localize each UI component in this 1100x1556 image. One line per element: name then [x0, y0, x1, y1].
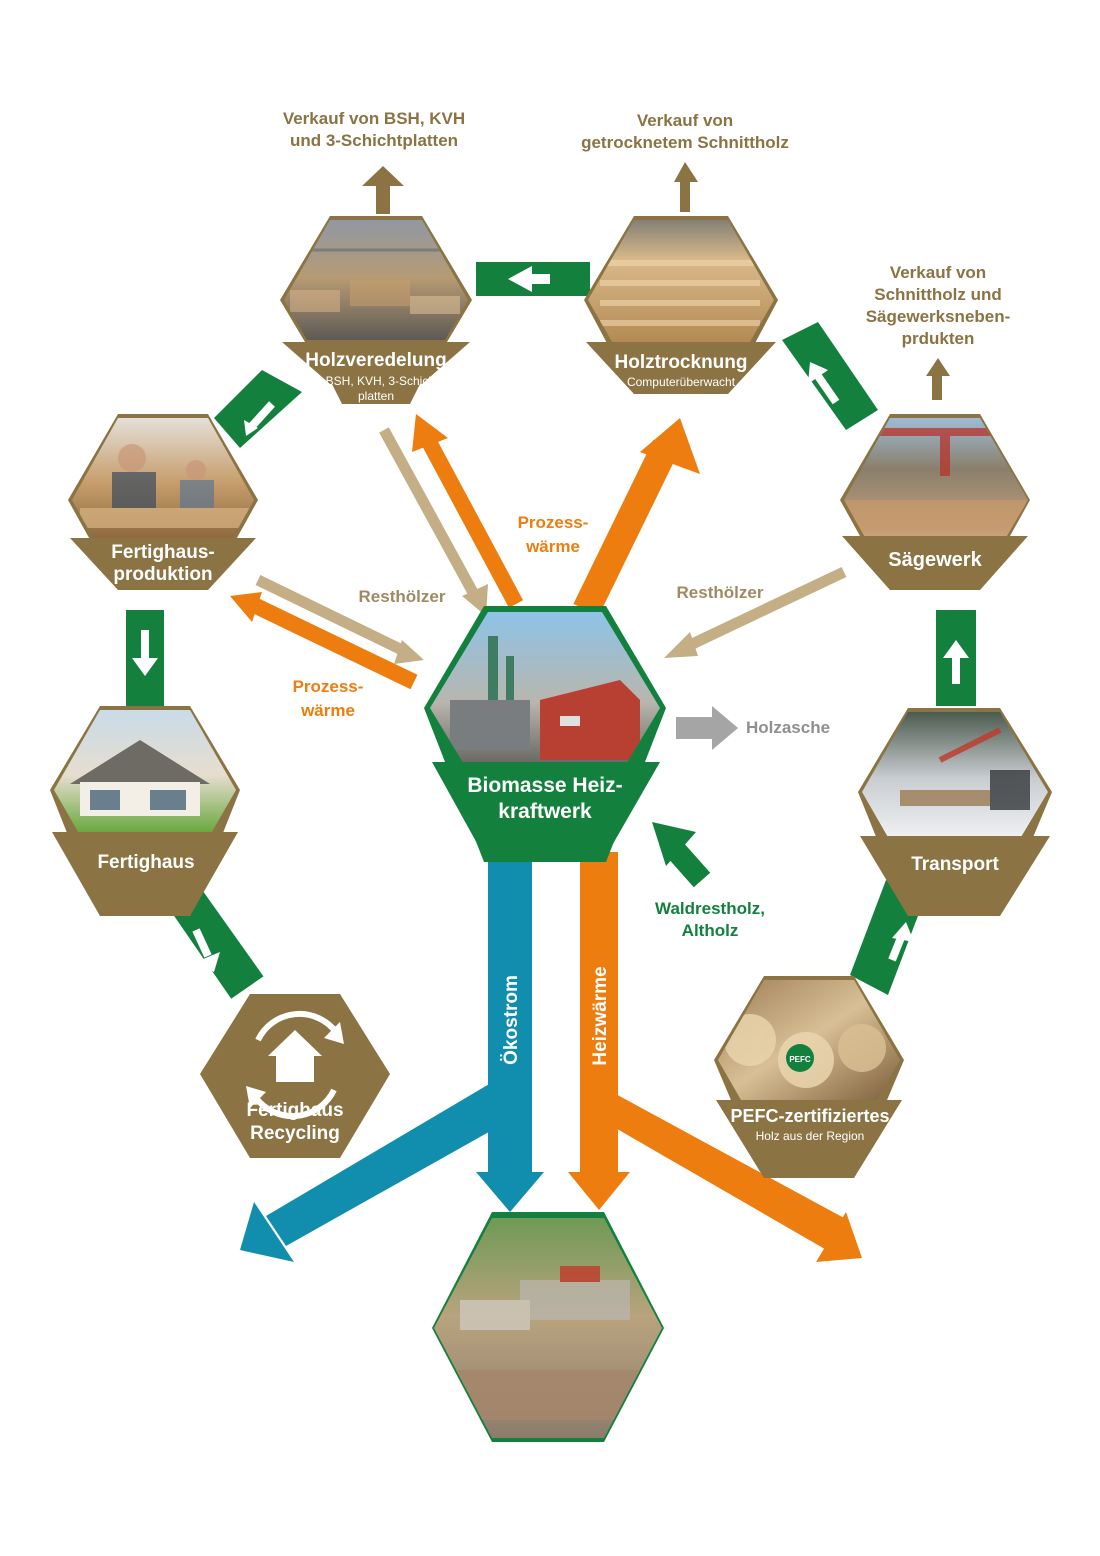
label-verkauf-neben-2: Schnittholz und: [874, 285, 1001, 304]
flow-arrows: [230, 414, 847, 888]
label-prozess-left-2: wärme: [300, 701, 355, 720]
recycling-title2: Recycling: [250, 1123, 340, 1144]
label-holzasche: Holzasche: [746, 718, 830, 737]
node-saegewerk: Sägewerk: [840, 414, 1030, 590]
arrow-haus-to-recycling: [172, 890, 264, 999]
label-verkauf-bsh-1: Verkauf von BSH, KVH: [283, 109, 465, 128]
arrow-saege-to-trocknung: [782, 322, 878, 430]
node-fertighausproduktion: Fertighaus- produktion: [68, 414, 258, 590]
label-waldrest-1: Waldrestholz,: [655, 899, 765, 918]
label-waldrest-2: Altholz: [682, 921, 739, 940]
pefc-sub: Holz aus der Region: [756, 1129, 865, 1143]
node-holzveredelung: Holzveredelung: [280, 216, 472, 384]
label-heizwaerme: Heizwärme: [590, 966, 611, 1065]
green-cycle-arrows: [126, 262, 976, 999]
svg-text:PEFC: PEFC: [789, 1055, 811, 1064]
node-pefc: PEFC PEFC-zertifiziertes Holz aus der Re…: [714, 976, 904, 1178]
energy-arrows: [240, 852, 862, 1262]
pefc-title: PEFC-zertifiziertes: [730, 1106, 889, 1126]
node-town: [432, 1212, 664, 1442]
arrow-holzasche: [676, 717, 716, 739]
heizkraftwerk-title1: Biomasse Heiz-: [467, 774, 622, 797]
label-resthoelzer-left: Resthölzer: [359, 587, 446, 606]
holzveredelung-title: Holzveredelung: [305, 350, 446, 371]
node-recycling: Fertighaus Recycling: [200, 994, 390, 1158]
holzveredelung-sub1-overlay: zu BSH, KVH, 3-Schicht-: [310, 374, 443, 388]
label-verkauf-schnittholz-2: getrocknetem Schnittholz: [581, 133, 789, 152]
label-prozess-left-1: Prozess-: [293, 677, 364, 696]
label-verkauf-bsh-2: und 3-Schichtplatten: [290, 131, 458, 150]
node-holztrocknung: Holztrocknung Computerüberwacht: [584, 216, 778, 394]
fertighausproduktion-title1: Fertighaus-: [111, 542, 214, 563]
label-verkauf-neben-4: prdukten: [902, 329, 975, 348]
holzveredelung-sub2-overlay: platten: [358, 389, 394, 403]
sale-arrows: [362, 162, 950, 400]
label-verkauf-schnittholz-1: Verkauf von: [637, 111, 733, 130]
heizwaerme-trunk: [580, 852, 618, 1174]
arrow-veredelung-to-fertigprod: [214, 370, 302, 448]
fertighausproduktion-title2: produktion: [113, 564, 212, 585]
label-verkauf-neben-1: Verkauf von: [890, 263, 986, 282]
label-oekostrom: Ökostrom: [501, 975, 522, 1065]
transport-title: Transport: [911, 854, 999, 875]
heizkraftwerk-title2: kraftwerk: [498, 800, 592, 823]
holztrocknung-title: Holztrocknung: [615, 352, 748, 373]
node-transport: Transport: [858, 708, 1052, 916]
pefc-badge: PEFC: [786, 1044, 814, 1072]
arrow-up-veredelung: [362, 166, 404, 214]
label-verkauf-neben-3: Sägewerksneben-: [866, 307, 1011, 326]
holztrocknung-sub: Computerüberwacht: [627, 375, 736, 389]
label-prozess-top-2: wärme: [525, 537, 580, 556]
arrow-up-saege: [926, 358, 950, 400]
node-heizkraftwerk: Biomasse Heiz- kraftwerk: [424, 606, 666, 862]
fertighaus-title: Fertighaus: [97, 852, 194, 873]
recycling-title1: Fertighaus: [246, 1100, 343, 1121]
label-resthoelzer-right: Resthölzer: [677, 583, 764, 602]
labels: Verkauf von BSH, KVH und 3-Schichtplatte…: [283, 109, 1010, 1066]
label-prozess-top-1: Prozess-: [518, 513, 589, 532]
node-fertighaus: Fertighaus: [50, 706, 240, 916]
saegewerk-title: Sägewerk: [888, 549, 982, 571]
recycle-house-icon: [246, 1010, 344, 1120]
arrow-up-trocknung: [674, 162, 698, 212]
